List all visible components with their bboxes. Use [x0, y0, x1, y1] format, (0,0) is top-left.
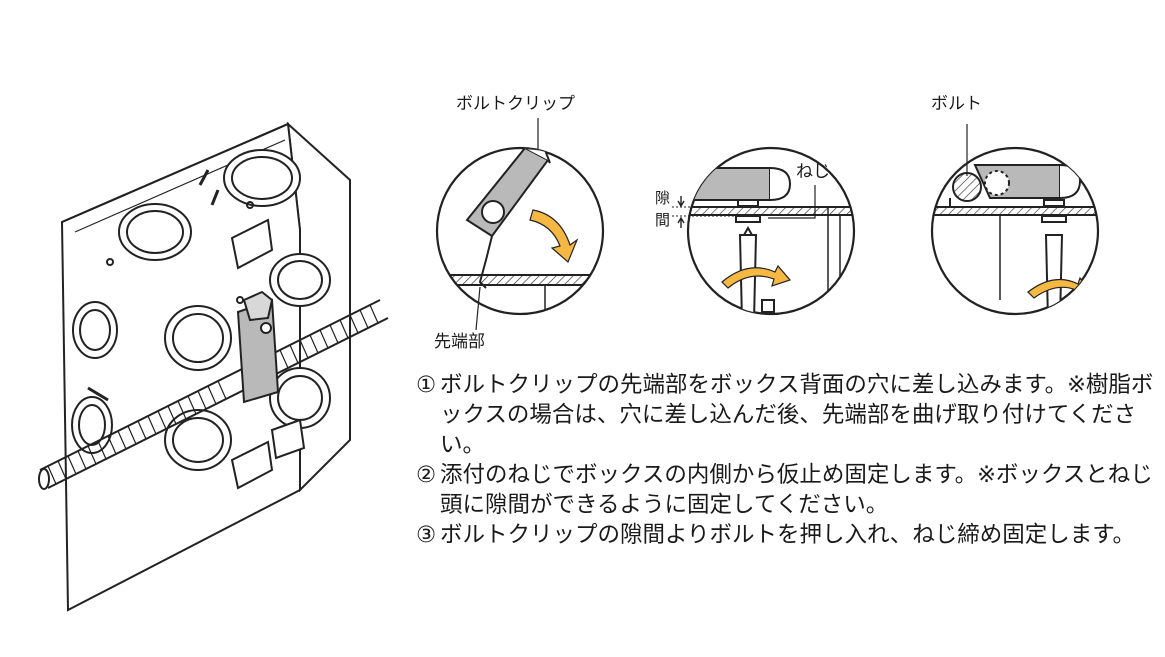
step2-detail-circle — [672, 146, 856, 316]
step-2-text: 添付のねじでボックスの内側から仮止め固定します。※ボックスとねじ頭に隙間ができる… — [440, 462, 1153, 518]
step-2: ② 添付のねじでボックスの内側から仮止め固定します。※ボックスとねじ頭に隙間がで… — [416, 460, 1156, 520]
bolt-clip-label: ボルトクリップ — [456, 94, 575, 114]
junction-box-illustration — [60, 121, 351, 612]
instruction-steps: ① ボルトクリップの先端部をボックス背面の穴に差し込みます。※樹脂ボックスの場合… — [416, 370, 1156, 550]
step-3: ③ ボルトクリップの隙間よりボルトを押し入れ、ねじ締め固定します。 — [416, 520, 1156, 550]
screw-label: ねじ — [796, 162, 830, 182]
step-1-text: ボルトクリップの先端部をボックス背面の穴に差し込みます。※樹脂ボックスの場合は、… — [440, 372, 1154, 458]
step1-detail-circle — [435, 146, 605, 316]
corrugated-conduit — [38, 299, 389, 490]
tip-label: 先端部 — [434, 332, 485, 352]
step3-detail-circle — [930, 124, 1100, 316]
step-3-text: ボルトクリップの隙間よりボルトを押し入れ、ねじ締め固定します。 — [440, 522, 1136, 548]
gap-label-bottom: 間 — [655, 211, 671, 229]
step-3-number: ③ — [416, 522, 437, 548]
bolt-clip-on-box — [236, 290, 280, 404]
step-2-number: ② — [416, 462, 437, 488]
step-1: ① ボルトクリップの先端部をボックス背面の穴に差し込みます。※樹脂ボックスの場合… — [416, 370, 1156, 460]
gap-label-top: 隙 — [655, 189, 671, 207]
step-1-number: ① — [416, 372, 437, 398]
bolt-label: ボルト — [931, 94, 982, 114]
